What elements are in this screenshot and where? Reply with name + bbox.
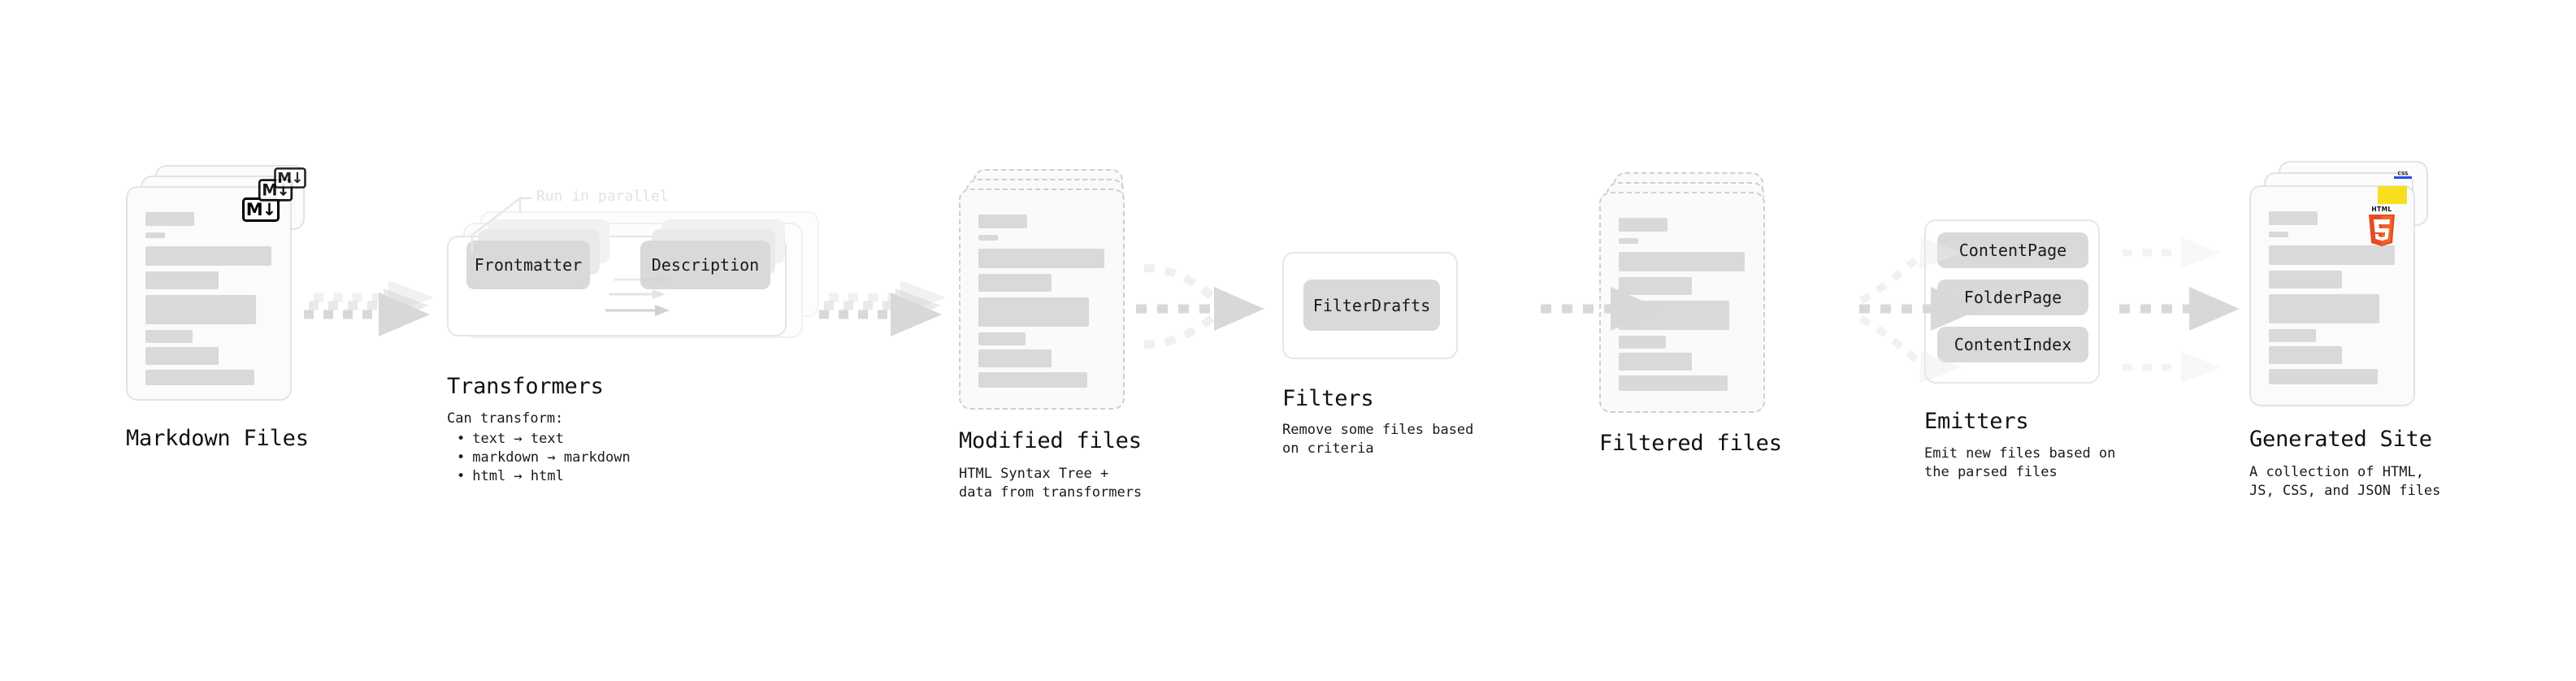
svg-text:CSS: CSS [2398, 171, 2409, 177]
skeleton-line-2 [1619, 277, 1692, 295]
document-card-front [1599, 192, 1765, 413]
stage-title-emitters: Emitters [1924, 409, 2029, 434]
html5-icon: HTML [2365, 204, 2399, 246]
skeleton-line-4 [978, 332, 1026, 345]
skeleton-line-6 [1619, 375, 1728, 391]
skeleton-line-2 [2269, 271, 2342, 288]
skeleton-line-3 [978, 297, 1089, 327]
svg-text:HTML: HTML [2371, 206, 2392, 213]
skeleton-line-6 [978, 372, 1087, 388]
stage-subtitle-transformers: Can transform: [447, 410, 564, 427]
stage-title-filtered-files: Filtered files [1599, 431, 1782, 456]
stage-title-generated-site: Generated Site [2249, 427, 2432, 452]
skeleton-title [978, 215, 1027, 228]
stage-title-filters: Filters [1282, 386, 1374, 411]
stage-markdown-files: M↓ M↓ M↓ [126, 165, 306, 401]
emitter-pill-contentpage-label: ContentPage [1958, 241, 2067, 260]
arrow-transformers-to-modified [829, 280, 946, 314]
markdown-icon-back: M↓ [274, 167, 306, 189]
skeleton-title [2269, 211, 2318, 225]
skeleton-line-5 [145, 347, 219, 365]
skeleton-subtitle [978, 235, 998, 241]
skeleton-line-3 [145, 295, 256, 324]
emitter-pill-folderpage-label: FolderPage [1963, 288, 2062, 307]
skeleton-line-5 [978, 349, 1052, 367]
emitter-pill-contentpage[interactable]: ContentPage [1937, 232, 2088, 268]
skeleton-line-2 [978, 274, 1052, 292]
stage-filtered-files [1599, 172, 1778, 416]
transformers-bullet-2: html → html [457, 467, 631, 486]
markdown-icon-glyph: M↓ [245, 199, 276, 219]
arrow-modified-to-filters [1143, 264, 1229, 349]
markdown-icon-glyph-back: M↓ [277, 169, 303, 186]
stage-subtitle-filters: Remove some files based on criteria [1282, 422, 1474, 457]
run-in-parallel-label: Run in parallel [536, 188, 669, 205]
skeleton-line-3 [1619, 301, 1729, 330]
skeleton-line-6 [2269, 369, 2378, 384]
skeleton-line-2 [145, 271, 219, 289]
skeleton-title [145, 212, 194, 226]
document-card-front [959, 189, 1125, 410]
document-card-front [126, 186, 292, 401]
transformers-bullet-1: markdown → markdown [457, 449, 630, 467]
skeleton-line-4 [145, 330, 193, 343]
arrow-emitters-to-site [2119, 237, 2240, 383]
emitters-group-box: ContentPage FolderPage ContentIndex [1924, 219, 2100, 384]
skeleton-line-5 [2269, 346, 2342, 364]
skeleton-line-5 [1619, 353, 1692, 371]
transformer-pill-description[interactable]: Description [640, 241, 770, 289]
stage-subtitle-generated-site: A collection of HTML, JS, CSS, and JSON … [2249, 464, 2441, 499]
skeleton-title [1619, 218, 1667, 232]
transformer-group-front: Frontmatter Frontmatter Frontmatter Desc… [447, 219, 787, 336]
skeleton-line-1 [2269, 245, 2395, 265]
stage-title-modified-files: Modified files [959, 428, 1142, 453]
stage-title-transformers: Transformers [447, 374, 604, 399]
skeleton-subtitle [145, 232, 165, 238]
skeleton-line-6 [145, 370, 254, 385]
css3-icon: CSS [2392, 167, 2413, 179]
stage-modified-files [959, 169, 1138, 413]
transformer-pill-frontmatter-label: Frontmatter [474, 255, 583, 275]
transformers-bullet-list: text → text markdown → markdown html → h… [447, 430, 631, 486]
filter-pill-filterdrafts[interactable]: FilterDrafts [1303, 280, 1440, 331]
stage-transformers: Frontmatter Frontmatter Frontmatter Desc… [447, 211, 821, 366]
skeleton-subtitle [2269, 232, 2288, 237]
transformer-pill-frontmatter[interactable]: Frontmatter [466, 241, 590, 289]
skeleton-line-1 [1619, 252, 1745, 271]
filters-group-box: FilterDrafts [1282, 252, 1458, 359]
skeleton-subtitle [1619, 238, 1638, 244]
emitter-pill-contentindex[interactable]: ContentIndex [1937, 327, 2088, 362]
transformers-bullet-0: text → text [457, 430, 631, 449]
skeleton-line-4 [1619, 336, 1666, 349]
filter-pill-filterdrafts-label: FilterDrafts [1312, 295, 1431, 315]
skeleton-line-1 [978, 249, 1104, 268]
skeleton-line-3 [2269, 294, 2379, 323]
stage-subtitle-emitters: Emit new files based on the parsed files [1924, 445, 2116, 480]
stage-subtitle-modified-files: HTML Syntax Tree + data from transformer… [959, 466, 1143, 501]
js-icon [2378, 186, 2407, 204]
arrow-markdown-to-transformers [314, 280, 434, 314]
emitter-pill-folderpage[interactable]: FolderPage [1937, 280, 2088, 315]
stage-title-markdown-files: Markdown Files [126, 426, 309, 451]
emitter-pill-contentindex-label: ContentIndex [1954, 335, 2072, 354]
skeleton-line-4 [2269, 329, 2316, 342]
skeleton-line-1 [145, 246, 271, 266]
document-card-front-html [2249, 185, 2415, 406]
stage-generated-site: CSS HTML [2249, 161, 2436, 406]
markdown-icon: M↓ [242, 197, 280, 222]
stage-emitters: ContentPage FolderPage ContentIndex [1924, 219, 2100, 398]
stage-filters: FilterDrafts [1282, 252, 1458, 366]
transformer-pill-description-label: Description [651, 255, 760, 275]
